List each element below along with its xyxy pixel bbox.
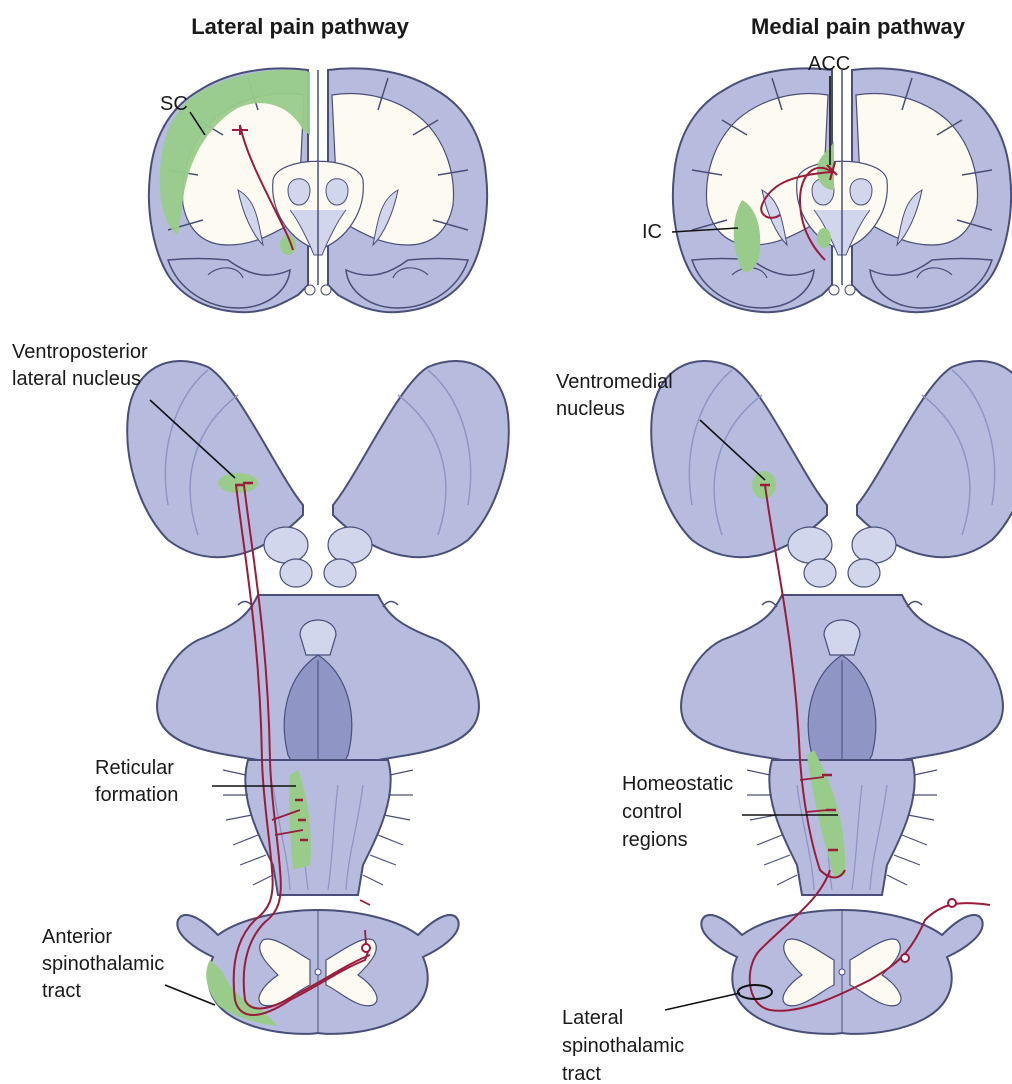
vpl-label-line1: Ventroposterior bbox=[12, 341, 148, 363]
medial-panel-title: Medial pain pathway bbox=[751, 14, 966, 39]
vm-label-line1: Ventromedial bbox=[556, 371, 673, 393]
medial-brain-slice bbox=[673, 68, 1011, 312]
lateral-tract-leader bbox=[665, 993, 740, 1010]
lateral-spinal-cord bbox=[177, 910, 458, 1034]
lateral-tract-label-line2: spinothalamic bbox=[562, 1035, 684, 1057]
acc-label: ACC bbox=[808, 53, 850, 75]
medial-spinal-cord bbox=[701, 910, 982, 1034]
lateral-panel-title: Lateral pain pathway bbox=[191, 14, 409, 39]
homeostatic-label-line2: control bbox=[622, 801, 682, 823]
reticular-label-line1: Reticular bbox=[95, 757, 174, 779]
sc-label: SC bbox=[160, 93, 188, 115]
anterior-tract-label-line2: spinothalamic bbox=[42, 953, 164, 975]
ic-label: IC bbox=[642, 221, 662, 243]
lateral-brain-slice bbox=[149, 68, 487, 312]
anterior-tract-leader bbox=[165, 985, 215, 1005]
lateral-tract-label-line1: Lateral bbox=[562, 1007, 623, 1029]
anterior-tract-label-line3: tract bbox=[42, 980, 81, 1002]
homeostatic-label-line3: regions bbox=[622, 829, 688, 851]
lateral-tract-label-line3: tract bbox=[562, 1063, 601, 1084]
homeostatic-label-line1: Homeostatic bbox=[622, 773, 733, 795]
medial-panel: Medial pain pathway bbox=[556, 14, 1012, 1084]
vpl-label-line2: lateral nucleus bbox=[12, 368, 141, 390]
reticular-label-line2: formation bbox=[95, 784, 178, 806]
lateral-panel: Lateral pain pathway bbox=[12, 14, 509, 1034]
vm-label-line2: nucleus bbox=[556, 398, 625, 420]
anterior-tract-label-line1: Anterior bbox=[42, 926, 112, 948]
lateral-brainstem bbox=[127, 361, 509, 895]
